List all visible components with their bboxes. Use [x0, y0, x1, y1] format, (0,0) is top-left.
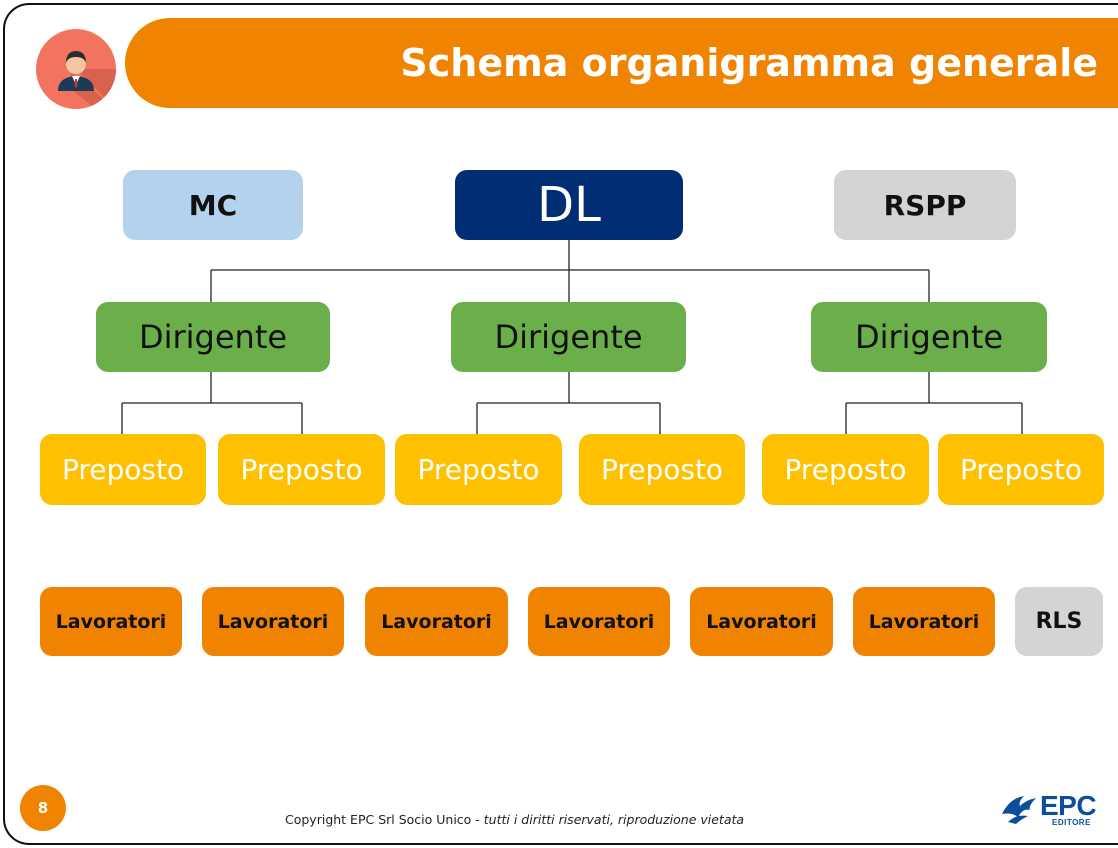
- node-lavoratori: Lavoratori: [690, 587, 833, 656]
- node-dl: DL: [455, 170, 683, 240]
- copyright-text: Copyright EPC Srl Socio Unico - tutti i …: [285, 812, 744, 827]
- node-lavoratori: Lavoratori: [853, 587, 995, 656]
- node-lavoratori: Lavoratori: [40, 587, 182, 656]
- node-preposto: Preposto: [218, 434, 385, 505]
- epc-editore-logo: EPC EDITORE: [1000, 790, 1105, 828]
- node-lavoratori: Lavoratori: [365, 587, 508, 656]
- node-dirigente: Dirigente: [811, 302, 1047, 372]
- node-preposto: Preposto: [762, 434, 929, 505]
- page-title: Schema organigramma generale: [400, 41, 1098, 85]
- node-mc: MC: [123, 170, 303, 240]
- node-preposto: Preposto: [395, 434, 562, 505]
- node-rls: RLS: [1015, 587, 1103, 656]
- node-preposto: Preposto: [938, 434, 1104, 505]
- node-lavoratori: Lavoratori: [202, 587, 344, 656]
- node-dirigente: Dirigente: [451, 302, 686, 372]
- logo-main-text: EPC: [1040, 790, 1097, 821]
- node-lavoratori: Lavoratori: [528, 587, 670, 656]
- node-rspp: RSPP: [834, 170, 1016, 240]
- slide-frame: [3, 3, 1118, 845]
- page-number-badge: 8: [20, 785, 66, 831]
- node-dirigente: Dirigente: [96, 302, 330, 372]
- epc-bird-icon: [1002, 796, 1036, 824]
- copyright-plain: Copyright EPC Srl Socio Unico -: [285, 812, 484, 827]
- node-preposto: Preposto: [579, 434, 745, 505]
- logo-sub-text: EDITORE: [1052, 818, 1091, 827]
- title-bar: Schema organigramma generale: [125, 18, 1118, 108]
- copyright-italic: tutti i diritti riservati, riproduzione …: [483, 812, 745, 827]
- node-preposto: Preposto: [40, 434, 206, 505]
